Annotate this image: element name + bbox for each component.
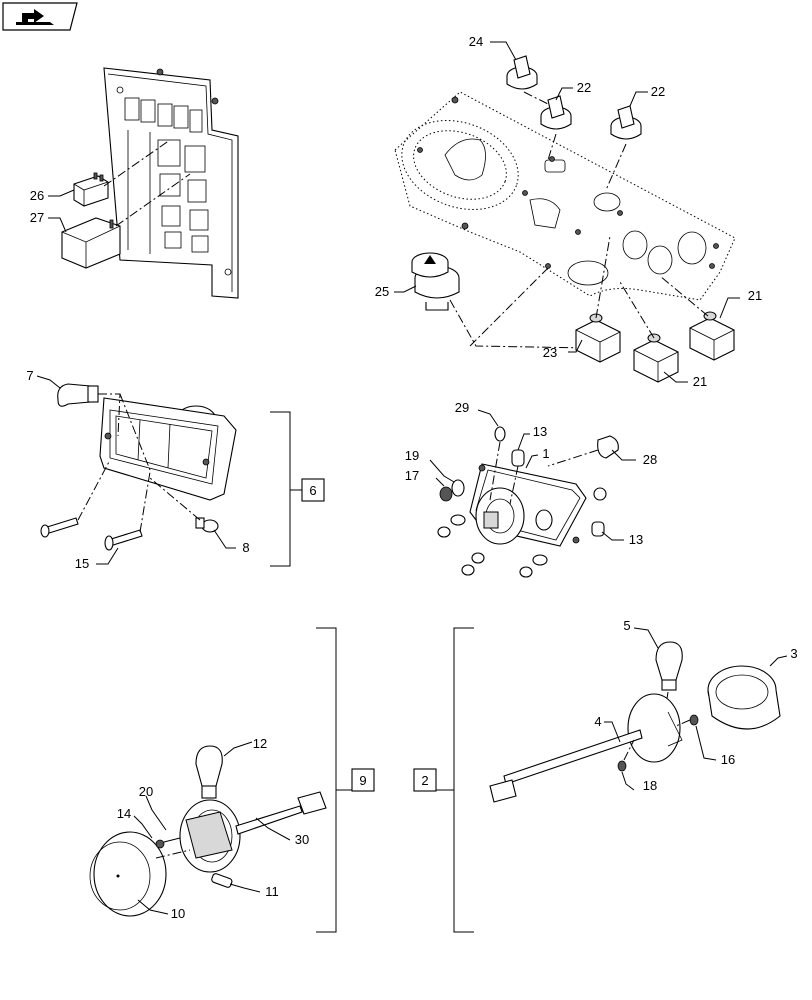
lamp-body-2 xyxy=(489,693,683,803)
bulb-28 xyxy=(597,435,619,459)
callout-18: 18 xyxy=(643,778,657,793)
relay-panel xyxy=(103,67,239,299)
assembly-box-6 xyxy=(301,478,325,502)
assembly-box-6-label: 6 xyxy=(309,483,316,498)
callout-17: 17 xyxy=(405,468,419,483)
callout-24: 24 xyxy=(469,34,483,49)
knob-22-right xyxy=(610,105,642,140)
bulb-8 xyxy=(195,517,219,533)
callout-7: 7 xyxy=(26,368,33,383)
callout-3: 3 xyxy=(790,646,797,661)
screw-18 xyxy=(617,760,627,772)
callout-19: 19 xyxy=(405,448,419,463)
callout-11: 11 xyxy=(265,884,279,899)
head-lamp xyxy=(469,463,587,547)
callout-27: 27 xyxy=(30,210,44,225)
relay-large xyxy=(61,217,121,269)
knob-24 xyxy=(506,55,538,90)
callout-5: 5 xyxy=(623,618,630,633)
screw-14 xyxy=(155,837,181,849)
dashboard-panel xyxy=(394,91,736,301)
assembly-box-9-label: 9 xyxy=(359,773,366,788)
callout-22b: 22 xyxy=(651,84,665,99)
bulb-13-lower xyxy=(591,487,607,537)
head-lamp-fasteners xyxy=(437,514,548,578)
bulb-11 xyxy=(211,873,233,888)
callout-leaders xyxy=(36,41,788,915)
assembly-box-2 xyxy=(413,768,437,792)
rocker-switch-23 xyxy=(575,313,621,363)
callout-1: 1 xyxy=(542,446,549,461)
assembly-box-9 xyxy=(351,768,375,792)
bulb-5 xyxy=(655,641,683,691)
callout-29: 29 xyxy=(455,400,469,415)
bulb-7 xyxy=(57,383,99,407)
bolt-17 xyxy=(439,479,465,502)
lamp-housing-9 xyxy=(179,791,327,873)
callout-25: 25 xyxy=(375,284,389,299)
rocker-switch-21-lower xyxy=(633,333,679,383)
bulb-13-upper xyxy=(511,449,525,467)
callout-21b: 21 xyxy=(693,374,707,389)
screw-15 xyxy=(40,517,143,551)
callout-12: 12 xyxy=(253,736,267,751)
callout-13b: 13 xyxy=(629,532,643,547)
rocker-switch-21-upper xyxy=(689,311,735,361)
callout-15: 15 xyxy=(75,556,89,571)
callout-8: 8 xyxy=(242,540,249,555)
callout-23: 23 xyxy=(543,345,557,360)
work-lamp xyxy=(99,397,237,501)
lens-10 xyxy=(89,831,167,917)
callout-13a: 13 xyxy=(533,424,547,439)
assembly-box-2-label: 2 xyxy=(421,773,428,788)
callout-26: 26 xyxy=(30,188,44,203)
arrow-back-icon[interactable] xyxy=(2,2,78,31)
screw-16 xyxy=(689,714,699,726)
hazard-switch xyxy=(411,252,460,311)
callout-4: 4 xyxy=(594,714,601,729)
callout-14: 14 xyxy=(117,806,131,821)
callout-10: 10 xyxy=(171,906,185,921)
callout-21a: 21 xyxy=(748,288,762,303)
callout-28: 28 xyxy=(643,452,657,467)
callout-20: 20 xyxy=(139,784,153,799)
callout-22a: 22 xyxy=(577,80,591,95)
relay-small xyxy=(73,172,109,207)
knob-22-left xyxy=(540,95,572,130)
bulb-29 xyxy=(494,426,506,442)
callout-30: 30 xyxy=(295,832,309,847)
bulb-12 xyxy=(195,745,223,799)
callout-16: 16 xyxy=(721,752,735,767)
lens-ring-3 xyxy=(707,665,781,730)
